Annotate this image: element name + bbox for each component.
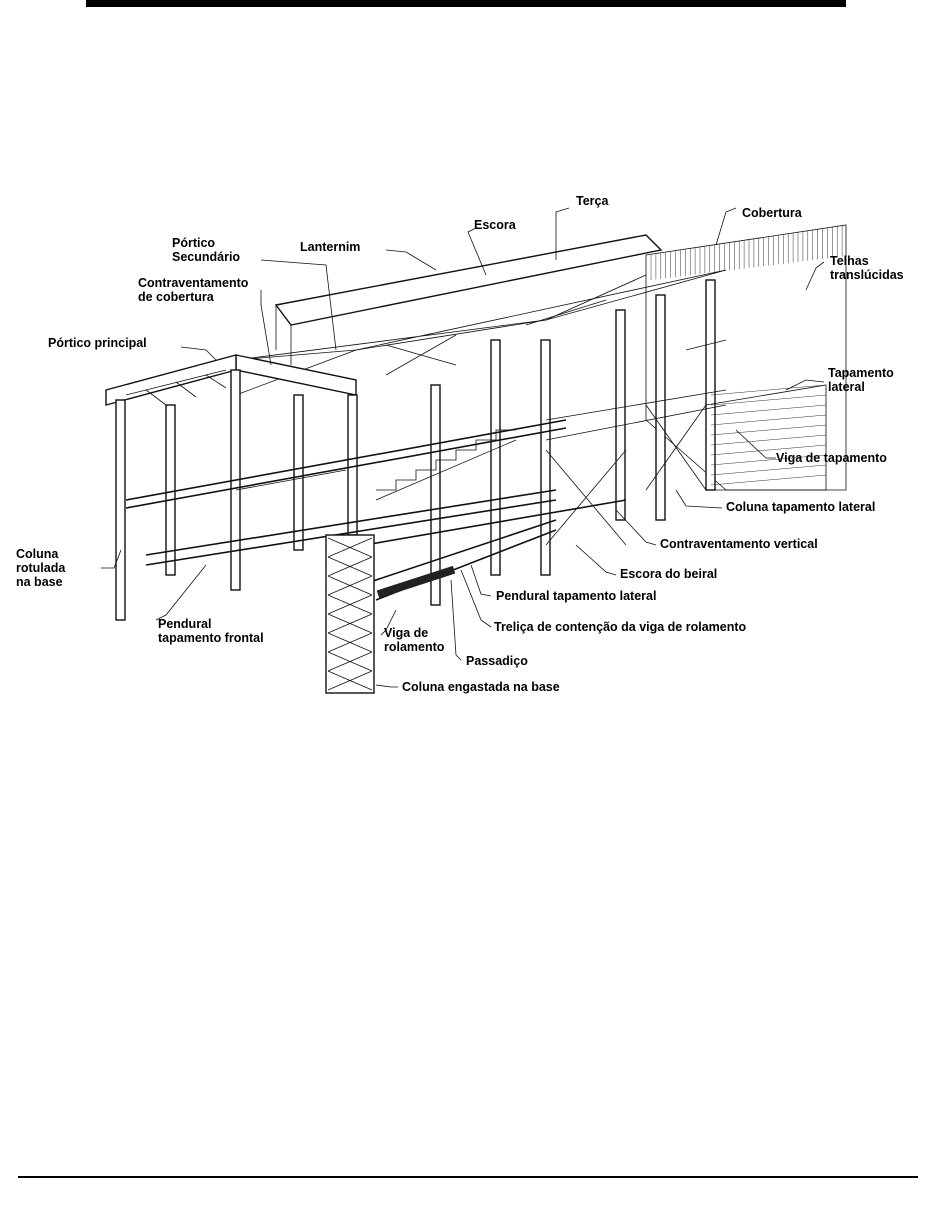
label-contraventamento-vertical: Contraventamento vertical bbox=[660, 537, 818, 551]
lattice-diagonal bbox=[327, 556, 373, 577]
brick-wall bbox=[705, 384, 827, 491]
lattice-column bbox=[325, 534, 375, 694]
column bbox=[165, 404, 176, 576]
lattice-diagonal bbox=[327, 651, 373, 672]
lanternim-structure bbox=[274, 234, 663, 365]
brick-course bbox=[710, 454, 827, 466]
label-escora-beiral: Escora do beiral bbox=[620, 567, 718, 581]
lattice-diagonal bbox=[327, 537, 373, 558]
label-terca: Terça bbox=[576, 194, 609, 208]
lattice-diagonal bbox=[327, 632, 373, 653]
steel-building-diagram: Terça Cobertura Escora Lanternim Pórtico… bbox=[16, 190, 932, 705]
label-coluna-engastada: Coluna engastada na base bbox=[402, 680, 560, 694]
label-trelica-contencao: Treliça de contenção da viga de rolament… bbox=[494, 620, 747, 634]
lattice-diagonal bbox=[327, 670, 373, 691]
vertical-bracing bbox=[545, 404, 707, 546]
brick-course bbox=[710, 394, 827, 406]
label-lanternim: Lanternim bbox=[300, 240, 361, 254]
brick-course bbox=[710, 444, 827, 456]
label-escora: Escora bbox=[474, 218, 516, 232]
brick-course bbox=[710, 414, 827, 426]
column bbox=[655, 294, 666, 521]
lattice-diagonal bbox=[327, 575, 373, 596]
label-portico-principal: Pórtico principal bbox=[48, 336, 147, 350]
lattice-diagonal bbox=[327, 613, 373, 634]
label-tapamento-lateral: Tapamento lateral bbox=[828, 366, 894, 394]
label-pendural-tapamento-lateral: Pendural tapamento lateral bbox=[496, 589, 657, 603]
column bbox=[490, 339, 501, 576]
column bbox=[293, 394, 304, 551]
column bbox=[615, 309, 626, 521]
label-cobertura: Cobertura bbox=[742, 206, 802, 220]
lattice-diagonal bbox=[327, 594, 373, 615]
structure-drawing bbox=[101, 207, 847, 694]
leader-lines bbox=[101, 207, 825, 688]
brick-course bbox=[710, 474, 827, 486]
label-viga-tapamento: Viga de tapamento bbox=[776, 451, 887, 465]
label-contraventamento-cobertura: Contraventamento de cobertura bbox=[138, 276, 249, 304]
column bbox=[430, 384, 441, 606]
column bbox=[705, 279, 716, 491]
cladding-sheets bbox=[645, 224, 847, 491]
column bbox=[540, 339, 551, 576]
crane-beams bbox=[125, 339, 727, 601]
footer-rule bbox=[18, 1176, 918, 1178]
label-viga-rolamento: Viga de rolamento bbox=[384, 626, 445, 654]
header-rule bbox=[86, 0, 846, 7]
brick-course bbox=[710, 424, 827, 436]
label-pendural-tapamento-frontal: Pendural tapamento frontal bbox=[158, 617, 264, 645]
label-coluna-rotulada: Coluna rotulada na base bbox=[16, 547, 66, 589]
label-passadico: Passadiço bbox=[466, 654, 528, 668]
brick-course bbox=[710, 464, 827, 476]
walkway-stairs bbox=[375, 429, 517, 599]
label-telhas-translucidas: Telhas translúcidas bbox=[830, 254, 904, 282]
label-portico-secundario: Pórtico Secundário bbox=[172, 236, 241, 264]
label-coluna-tapamento-lateral: Coluna tapamento lateral bbox=[726, 500, 876, 514]
column bbox=[347, 394, 358, 536]
brick-course bbox=[710, 384, 827, 396]
column bbox=[115, 399, 126, 621]
brick-course bbox=[710, 434, 827, 446]
brick-course bbox=[710, 404, 827, 416]
